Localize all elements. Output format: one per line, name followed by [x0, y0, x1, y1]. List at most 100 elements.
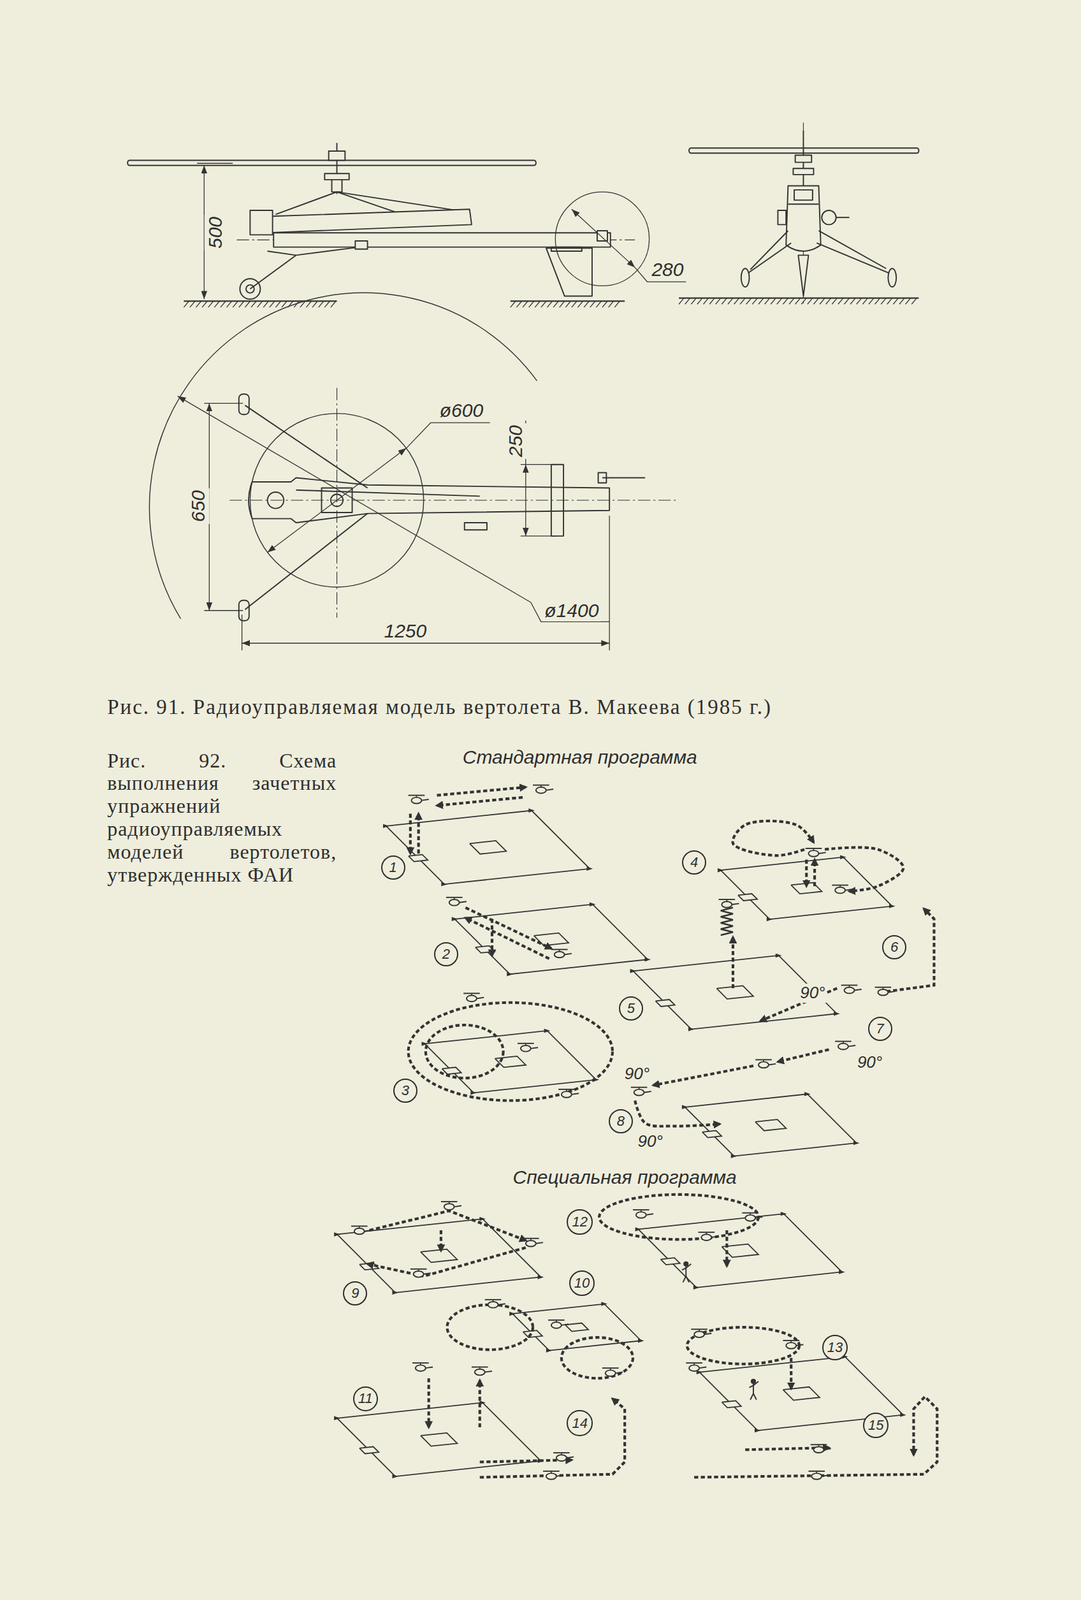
flight-field — [630, 953, 841, 1032]
drawing-line — [715, 298, 721, 305]
drawing-line — [882, 987, 885, 990]
corner-marker — [717, 868, 725, 872]
drawing-line — [726, 899, 728, 902]
drawing-line — [693, 1362, 695, 1365]
drawing-line — [516, 300, 522, 308]
corner-marker — [630, 968, 637, 973]
angle-label: 90° — [622, 1064, 652, 1084]
flight-path — [427, 1378, 431, 1428]
corner-marker — [470, 1090, 477, 1095]
drawing-line — [423, 1272, 431, 1275]
corner-marker — [681, 1105, 689, 1110]
field-outline — [386, 810, 591, 885]
corner-marker — [546, 1348, 553, 1352]
angle-label: 90° — [636, 1131, 665, 1152]
drawing-line — [203, 609, 243, 611]
drawing-line — [747, 242, 791, 274]
flight-path — [813, 859, 816, 887]
drawing-line — [479, 1367, 481, 1370]
corner-marker — [644, 957, 651, 962]
flight-field — [421, 1028, 600, 1096]
helicopter-icon — [543, 1471, 564, 1480]
drawing-line — [358, 1226, 361, 1229]
drawing-circle — [239, 278, 261, 299]
helicopter-icon — [697, 1232, 719, 1241]
drawing-line — [561, 1323, 569, 1326]
flight-path — [436, 787, 526, 796]
drawing-line — [550, 1471, 552, 1473]
drawing-line — [899, 298, 905, 305]
drawing-line — [525, 1043, 527, 1046]
helicopter-icon — [631, 1087, 652, 1096]
target-square — [420, 1249, 458, 1263]
callout-circle: 11 — [353, 1386, 378, 1412]
flight-loop — [687, 1327, 800, 1364]
drawing-ellipse — [536, 787, 547, 794]
flight-path — [789, 1357, 793, 1389]
angle-label: 90° — [855, 1052, 885, 1073]
drawing-line — [842, 1041, 844, 1044]
drawing-rect — [597, 230, 608, 241]
drawing-line — [416, 795, 418, 798]
angle-label: 90° — [798, 983, 827, 1003]
callout-circle: 10 — [569, 1270, 595, 1296]
drawing-line — [644, 1091, 652, 1093]
drawing-ellipse — [474, 1369, 486, 1376]
drawing-ellipse — [834, 887, 846, 894]
helicopter-icon — [517, 1043, 538, 1052]
drawing-line — [476, 997, 484, 999]
drawing-ellipse — [636, 1211, 647, 1219]
field-outline — [638, 1213, 842, 1288]
drawing-line — [203, 402, 243, 404]
flight-path — [634, 1100, 720, 1127]
drawing-line — [454, 1205, 462, 1207]
corner-marker — [775, 953, 783, 958]
flight-field — [451, 901, 651, 976]
drawing-ellipse — [354, 1228, 365, 1235]
flight-field — [333, 1216, 544, 1295]
drawing-g — [127, 122, 919, 651]
drawing-ellipse — [844, 987, 855, 994]
drawing-ellipse — [449, 899, 460, 906]
helicopter-icon — [558, 1089, 579, 1098]
drawing-line — [646, 1213, 654, 1215]
drawing-line — [530, 1047, 538, 1049]
drawing-line — [703, 298, 709, 305]
drawing-rect — [792, 168, 814, 175]
flight-loop — [447, 1304, 534, 1350]
target-square — [420, 1432, 458, 1447]
drawing-line — [818, 852, 826, 854]
field-outline — [632, 955, 837, 1030]
drawing-line — [485, 1371, 493, 1373]
callout-number: 1 — [388, 860, 397, 875]
drawing-line — [421, 799, 429, 801]
dimension: 650 — [186, 488, 210, 524]
drawing-ellipse — [525, 1240, 537, 1247]
drawing-line — [330, 300, 336, 308]
corner-marker — [391, 1474, 399, 1479]
pilot-box — [408, 854, 428, 862]
drawing-circle — [751, 1379, 756, 1384]
drawing-line — [208, 300, 214, 308]
helicopter-icon — [412, 1362, 433, 1372]
flight-loop — [599, 1194, 759, 1240]
callout-number: 11 — [358, 1391, 373, 1406]
drawing-line — [564, 953, 572, 955]
drawing-ellipse — [785, 1342, 797, 1349]
flight-path — [417, 813, 421, 853]
helicopter-icon — [805, 848, 827, 857]
helicopter-icon — [548, 1320, 569, 1329]
drawing-line — [770, 298, 776, 305]
drawing-line — [609, 1367, 612, 1370]
callout-circle: 2 — [434, 942, 459, 967]
callout-number: 4 — [690, 855, 698, 870]
drawing-ellipse — [813, 1446, 824, 1453]
drawing-line — [816, 242, 890, 274]
drawing-line — [818, 230, 886, 269]
drawing-line — [762, 1059, 765, 1062]
corner-marker — [528, 808, 535, 813]
drawing-line — [595, 300, 602, 308]
drawing-rect — [598, 472, 607, 484]
vertical-spiral — [720, 907, 733, 936]
